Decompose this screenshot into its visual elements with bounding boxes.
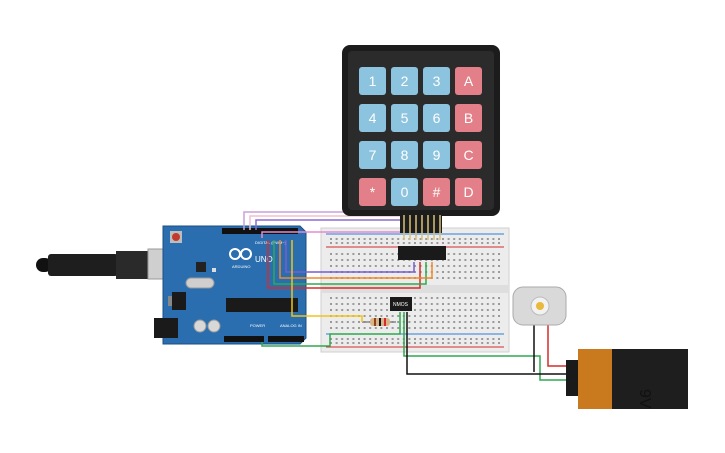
wire-yellow [291, 240, 363, 322]
keypad-key-label: 6 [433, 110, 441, 126]
keypad-keys: 1 2 3 A 4 5 6 B 7 8 9 C * 0 # D [359, 67, 482, 206]
keypad-key[interactable]: * [359, 178, 386, 206]
keypad-key[interactable]: 9 [423, 141, 450, 169]
keypad-key-label: * [370, 184, 376, 200]
digital-header [222, 228, 298, 234]
keypad-key-label: 5 [401, 110, 409, 126]
keypad-key[interactable]: D [455, 178, 482, 206]
keypad-key-label: A [464, 73, 474, 89]
keypad-key[interactable]: 0 [391, 178, 418, 206]
keypad-key[interactable]: 8 [391, 141, 418, 169]
keypad-key[interactable]: C [455, 141, 482, 169]
keypad-key-label: B [464, 110, 473, 126]
analog-header [268, 336, 304, 342]
resistor [362, 318, 396, 326]
keypad-key-label: 4 [369, 110, 377, 126]
keypad-key[interactable]: B [455, 104, 482, 132]
usb-cable [36, 248, 185, 280]
power-wires [261, 312, 572, 381]
keypad-key-label: 2 [401, 73, 409, 89]
nmos-transistor: NMOS [390, 297, 412, 311]
keypad-key-label: 1 [369, 73, 377, 89]
power-header [224, 336, 264, 342]
arduino-brand: ARDUINO [232, 264, 250, 269]
keypad-key[interactable]: 7 [359, 141, 386, 169]
nmos-label: NMOS [393, 302, 409, 308]
battery-label: 9V [636, 389, 653, 409]
battery-9v: 9V [566, 349, 688, 409]
keypad-key-label: # [433, 184, 441, 200]
dc-motor [512, 286, 567, 326]
arduino-logo [229, 248, 252, 260]
keypad-key[interactable]: 4 [359, 104, 386, 132]
keypad-key-label: 8 [401, 147, 409, 163]
keypad-key-label: C [463, 147, 473, 163]
breadboard-holes [330, 238, 500, 344]
keypad-key[interactable]: 1 [359, 67, 386, 95]
keypad-key[interactable]: 2 [391, 67, 418, 95]
arduino-model: UNO [255, 255, 273, 264]
power-label: POWER [250, 323, 265, 328]
arduino-uno-board: DIGITAL (PWM~) ARDUINO UNO POWER ANALOG … [154, 225, 307, 345]
keypad-key-label: 3 [433, 73, 441, 89]
keypad-key-label: 7 [369, 147, 377, 163]
keypad-key[interactable]: 6 [423, 104, 450, 132]
keypad-key[interactable]: A [455, 67, 482, 95]
keypad-4x4: 1 2 3 A 4 5 6 B 7 8 9 C * 0 # D [342, 45, 500, 240]
keypad-key-label: 9 [433, 147, 441, 163]
ic-chip [398, 246, 446, 260]
keypad-pins [403, 215, 441, 240]
keypad-key-label: 0 [401, 184, 409, 200]
digital-label: DIGITAL (PWM~) [255, 240, 287, 245]
keypad-key[interactable]: 3 [423, 67, 450, 95]
keypad-key[interactable]: # [423, 178, 450, 206]
keypad-key-label: D [463, 184, 473, 200]
analog-label: ANALOG IN [280, 323, 302, 328]
keypad-key[interactable]: 5 [391, 104, 418, 132]
